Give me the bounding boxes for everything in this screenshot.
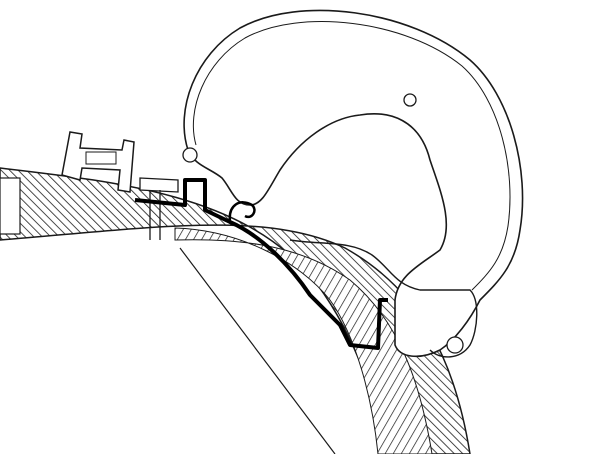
profile-groove bbox=[182, 147, 198, 163]
profile-groove bbox=[403, 93, 417, 107]
profile-groove bbox=[446, 336, 464, 354]
wall-line bbox=[179, 247, 336, 454]
awning-inner-contour bbox=[192, 21, 511, 291]
roof-edge-inset bbox=[0, 177, 21, 235]
insulation-layer bbox=[174, 227, 433, 454]
rail-channel bbox=[85, 151, 117, 165]
awning-profile bbox=[183, 9, 524, 358]
adapter-bracket bbox=[134, 178, 388, 350]
bracket-hook bbox=[228, 201, 256, 223]
awning-lower-profile bbox=[289, 239, 478, 358]
fastener-screw bbox=[139, 177, 179, 240]
